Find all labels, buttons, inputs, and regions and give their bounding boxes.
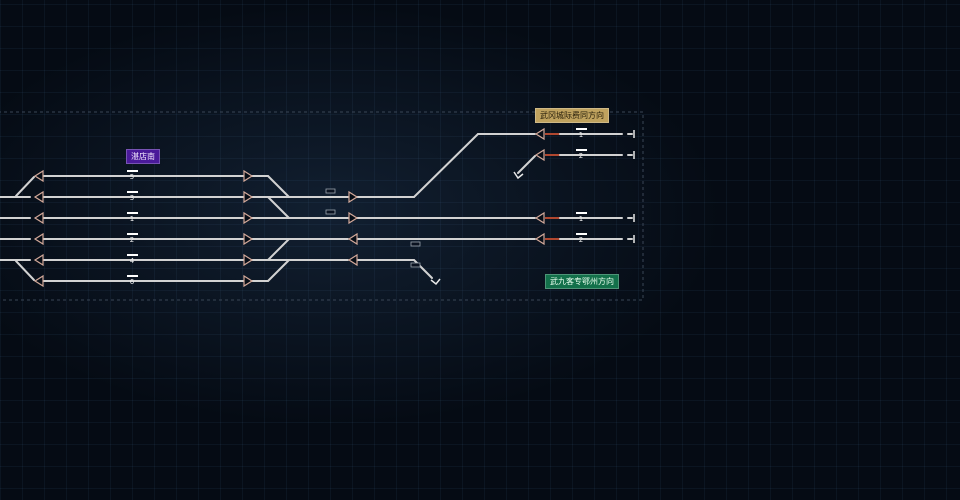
- signals: [33, 127, 545, 288]
- signal-icon[interactable]: [534, 211, 545, 225]
- signal-icon[interactable]: [33, 211, 44, 225]
- track-number-label: 1: [127, 212, 138, 223]
- signal-icon[interactable]: [347, 232, 358, 246]
- buffer-stop-icon: [627, 130, 635, 138]
- section-boundary: [0, 111, 644, 301]
- track-numbers: 5 3 1 2 4 6 1: [127, 128, 587, 286]
- signal-icon[interactable]: [33, 232, 44, 246]
- track-number-label: 1: [576, 212, 587, 223]
- siding-end-icon: [430, 278, 441, 286]
- direction-label-intercity[interactable]: 武冈城际费同方向: [535, 108, 609, 123]
- turnout-throat-upper: [267, 175, 290, 198]
- right-tracks: [356, 133, 623, 279]
- track-number-label: 2: [576, 149, 587, 160]
- track-number-label: 2: [127, 233, 138, 244]
- buffer-stop-icon: [627, 214, 635, 222]
- signal-icon[interactable]: [243, 232, 254, 246]
- signal-icon[interactable]: [33, 169, 44, 183]
- track-number-label: 6: [127, 275, 138, 286]
- svg-text:2: 2: [579, 236, 583, 244]
- svg-text:4: 4: [130, 257, 135, 265]
- signal-icon[interactable]: [534, 127, 545, 141]
- signal-icon[interactable]: [534, 148, 545, 162]
- turnout-5: [15, 176, 35, 197]
- intercity-spur: [517, 155, 536, 174]
- direction-label-highspeed[interactable]: 武九客专鄂州方向: [545, 274, 619, 289]
- svg-text:1: 1: [579, 131, 583, 139]
- track-number-label: 5: [127, 170, 138, 181]
- signal-icon[interactable]: [348, 211, 359, 225]
- svg-text:2: 2: [130, 236, 134, 244]
- svg-text:5: 5: [130, 173, 134, 181]
- track-end-markers: [430, 130, 635, 286]
- turnout-throat-lower: [267, 259, 290, 282]
- signal-icon[interactable]: [33, 190, 44, 204]
- turnout-6: [15, 260, 35, 281]
- signal-icon[interactable]: [33, 274, 44, 288]
- signal-icon[interactable]: [243, 253, 254, 267]
- svg-text:3: 3: [130, 194, 134, 202]
- signal-icon[interactable]: [243, 190, 254, 204]
- signal-icon[interactable]: [348, 190, 359, 204]
- left-tracks: [0, 175, 349, 282]
- station-name-label[interactable]: 湛店南: [126, 149, 160, 164]
- signal-icon[interactable]: [33, 253, 44, 267]
- signal-icon[interactable]: [347, 253, 358, 267]
- signal-icon[interactable]: [243, 274, 254, 288]
- ramp-to-intercity: [413, 133, 479, 198]
- route-indicator[interactable]: [325, 209, 336, 215]
- track-number-label: 1: [576, 128, 587, 139]
- signal-icon[interactable]: [534, 232, 545, 246]
- signal-icon[interactable]: [243, 169, 254, 183]
- track-number-label: 3: [127, 191, 138, 202]
- indicators: [325, 188, 421, 268]
- svg-text:2: 2: [579, 152, 583, 160]
- svg-text:6: 6: [130, 278, 135, 286]
- signal-icon[interactable]: [243, 211, 254, 225]
- buffer-stop-icon: [627, 151, 635, 159]
- route-indicator[interactable]: [410, 262, 421, 268]
- spur-end-icon: [513, 171, 524, 180]
- svg-text:1: 1: [130, 215, 134, 223]
- track-number-label: 4: [127, 254, 138, 265]
- route-indicator[interactable]: [325, 188, 336, 194]
- route-indicator[interactable]: [410, 241, 421, 247]
- crossover-lower: [267, 238, 290, 261]
- buffer-stop-icon: [627, 235, 635, 243]
- track-number-label: 2: [576, 233, 587, 244]
- svg-text:1: 1: [579, 215, 583, 223]
- crossover-upper: [267, 196, 290, 219]
